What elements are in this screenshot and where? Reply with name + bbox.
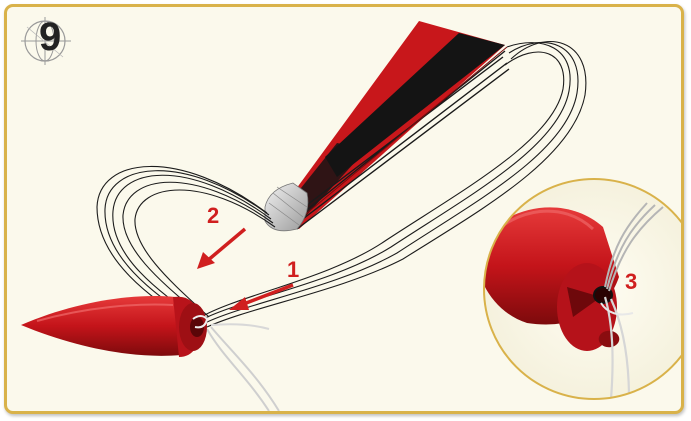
arrow-2 <box>197 229 245 269</box>
callout-2: 2 <box>207 203 219 228</box>
assembly-illustration: 1 2 3 <box>7 7 684 414</box>
callout-1: 1 <box>287 257 299 282</box>
rocket-body <box>21 296 207 357</box>
zoom-detail-circle <box>477 179 684 399</box>
diagram-frame: 9 <box>4 4 684 414</box>
parachute-canopy <box>265 21 509 231</box>
arrow-1 <box>229 285 293 310</box>
callout-3: 3 <box>625 269 637 294</box>
shock-cord <box>207 327 279 411</box>
